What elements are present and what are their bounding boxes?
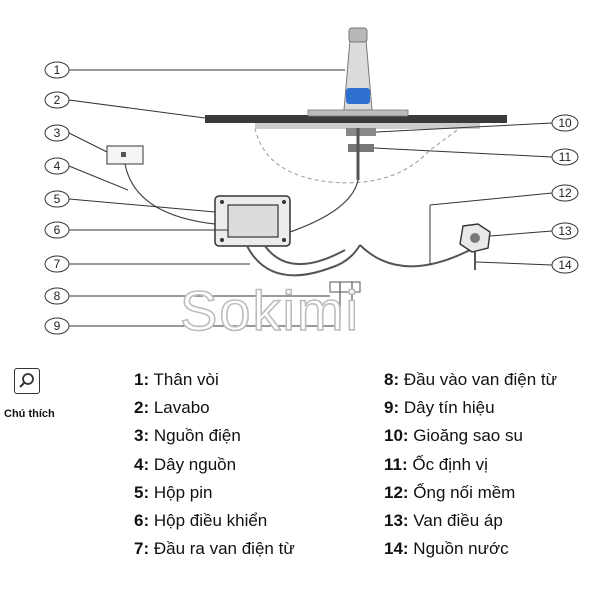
callout-left: 1 2 3 4 5 6 7 8 9 bbox=[44, 61, 345, 335]
legend-item-label: Thân vòi bbox=[149, 370, 219, 389]
legend-item-number: 13: bbox=[384, 510, 409, 530]
flex-hose bbox=[359, 244, 471, 268]
legend-item-label: Dây tín hiệu bbox=[399, 398, 495, 418]
installation-diagram: 1 2 3 4 5 6 7 8 9 10 11 12 13 14 Sokimi bbox=[44, 27, 579, 340]
legend-item: 2: Lavabo bbox=[134, 398, 295, 426]
legend-item-label: Nguồn điện bbox=[149, 426, 241, 446]
legend-item-label: Gioăng sao su bbox=[408, 426, 523, 446]
faucet-sensor bbox=[346, 88, 370, 104]
legend-item: 1: Thân vòi bbox=[134, 370, 295, 398]
box-screw bbox=[220, 238, 224, 242]
legend-item-label: Van điều áp bbox=[408, 510, 503, 530]
legend-item-label: Ống nối mềm bbox=[408, 482, 516, 502]
callout-5: 5 bbox=[54, 192, 61, 206]
callout-9: 9 bbox=[54, 319, 61, 333]
legend-item-number: 4: bbox=[134, 454, 150, 474]
watermark: Sokimi bbox=[180, 279, 360, 340]
legend-item-number: 12: bbox=[384, 482, 409, 502]
callout-right: 10 11 12 13 14 bbox=[373, 114, 579, 274]
signal-cable bbox=[289, 179, 359, 233]
legend-item-number: 8: bbox=[384, 370, 400, 389]
box-screw bbox=[282, 200, 286, 204]
gasket bbox=[346, 128, 376, 136]
callout-8: 8 bbox=[54, 289, 61, 303]
legend-item-label: Đầu ra van điện từ bbox=[149, 539, 295, 559]
legend-item-label: Hộp điều khiển bbox=[149, 510, 268, 530]
legend-item: 11: Ốc định vị bbox=[384, 455, 557, 483]
legend-item-label: Dây nguồn bbox=[149, 454, 237, 474]
drain-box bbox=[329, 281, 361, 293]
magnifier-icon bbox=[19, 373, 34, 388]
box-screw bbox=[220, 200, 224, 204]
callout-14: 14 bbox=[558, 258, 572, 272]
control-box bbox=[227, 204, 279, 238]
legend-item-number: 10: bbox=[384, 426, 409, 446]
legend-item-number: 1: bbox=[134, 370, 150, 389]
faucet-base bbox=[307, 109, 409, 117]
legend-item-number: 5: bbox=[134, 482, 150, 502]
faucet-spout bbox=[348, 27, 368, 43]
legend-item-number: 14: bbox=[384, 539, 409, 559]
legend-item: 9: Dây tín hiệu bbox=[384, 398, 557, 426]
counter-underside bbox=[255, 123, 480, 129]
callout-3: 3 bbox=[54, 126, 61, 140]
legend-item: 6: Hộp điều khiển bbox=[134, 511, 295, 539]
pressure-valve-core bbox=[470, 233, 480, 243]
drain-pipe bbox=[339, 282, 353, 320]
locking-nut bbox=[348, 144, 374, 152]
legend-item-label: Ốc định vị bbox=[407, 454, 488, 474]
legend-item: 14: Nguồn nước bbox=[384, 539, 557, 567]
callout-6: 6 bbox=[54, 223, 61, 237]
power-cable bbox=[124, 163, 216, 225]
callout-11: 11 bbox=[559, 150, 572, 164]
box-screw bbox=[282, 238, 286, 242]
legend-item: 3: Nguồn điện bbox=[134, 426, 295, 454]
power-plug bbox=[121, 152, 126, 157]
legend-item-label: Đầu vào van điện từ bbox=[399, 370, 557, 389]
legend-item: 4: Dây nguồn bbox=[134, 455, 295, 483]
legend-item: 13: Van điều áp bbox=[384, 511, 557, 539]
legend-item-number: 3: bbox=[134, 426, 150, 446]
callout-4: 4 bbox=[54, 159, 61, 173]
callout-10: 10 bbox=[558, 116, 572, 130]
legend-item: 12: Ống nối mềm bbox=[384, 483, 557, 511]
legend-item: 5: Hộp pin bbox=[134, 483, 295, 511]
legend-item-number: 6: bbox=[134, 510, 150, 530]
legend-item-label: Hộp pin bbox=[149, 482, 213, 502]
legend-item: 8: Đầu vào van điện từ bbox=[384, 370, 557, 398]
basin-outline bbox=[254, 127, 461, 184]
legend-caption: Chú thích bbox=[4, 408, 55, 420]
legend-item-label: Lavabo bbox=[149, 398, 210, 418]
callout-12: 12 bbox=[558, 186, 572, 200]
legend-item-number: 2: bbox=[134, 398, 150, 418]
legend-item-number: 7: bbox=[134, 539, 150, 559]
callout-1: 1 bbox=[54, 63, 61, 77]
callout-7: 7 bbox=[54, 257, 61, 271]
valve-hose-a bbox=[246, 244, 361, 277]
legend-button[interactable] bbox=[14, 368, 40, 394]
legend-item-label: Nguồn nước bbox=[408, 539, 509, 559]
counter-top bbox=[205, 115, 507, 123]
callout-13: 13 bbox=[558, 224, 572, 238]
legend-item: 7: Đầu ra van điện từ bbox=[134, 539, 295, 567]
valve-hose-b bbox=[264, 245, 346, 265]
legend-item: 10: Gioăng sao su bbox=[384, 426, 557, 454]
legend-item-number: 11: bbox=[384, 454, 408, 474]
callout-2: 2 bbox=[54, 93, 61, 107]
legend-item-number: 9: bbox=[384, 398, 400, 418]
